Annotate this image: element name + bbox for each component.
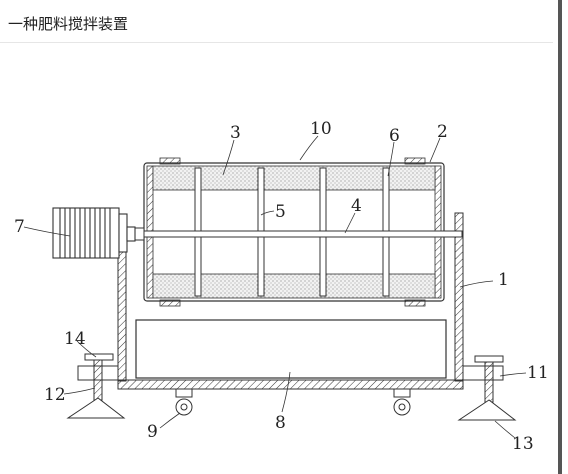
page-title: 一种肥料搅拌装置 (8, 15, 129, 33)
label-3: 3 (230, 123, 241, 143)
scrollbar[interactable] (556, 0, 568, 474)
patent-drawing: 1 2 3 4 5 6 7 8 9 10 11 12 13 14 (14, 119, 549, 454)
collection-box (135, 319, 447, 379)
label-8: 8 (275, 413, 286, 433)
left-support (66, 353, 126, 419)
label-13: 13 (512, 434, 534, 454)
label-2: 2 (437, 122, 448, 142)
label-14: 14 (64, 329, 86, 349)
label-1: 1 (498, 270, 509, 290)
label-5: 5 (275, 202, 286, 222)
wheels (175, 388, 411, 416)
right-support (457, 355, 517, 421)
scrollbar-thumb[interactable] (558, 0, 562, 474)
motor (52, 207, 136, 259)
label-11: 11 (527, 363, 549, 383)
label-9: 9 (147, 422, 158, 442)
label-4: 4 (351, 196, 362, 216)
leader-lines (23, 135, 527, 439)
label-7: 7 (14, 217, 25, 237)
label-6: 6 (389, 126, 400, 146)
part-labels: 1 2 3 4 5 6 7 8 9 10 11 12 13 14 (14, 119, 549, 454)
title-bar: 一种肥料搅拌装置 (0, 0, 553, 43)
label-10: 10 (310, 119, 332, 139)
label-12: 12 (44, 385, 66, 405)
